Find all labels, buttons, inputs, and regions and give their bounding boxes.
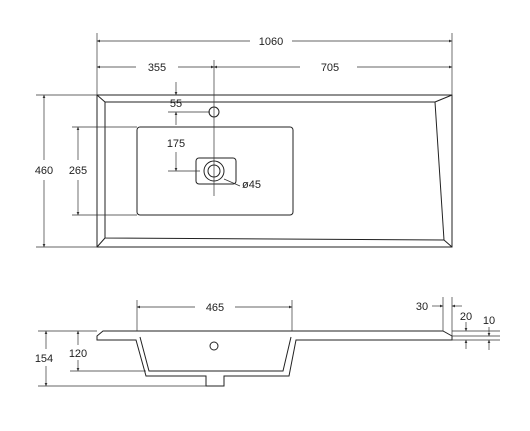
dim-bowl-depth: 265	[69, 165, 87, 177]
side-dimension-lines	[38, 297, 500, 387]
dimension-labels: 1060 355 705 55 175 460 265 ø45 465 30 2…	[35, 36, 495, 365]
sink-outline	[96, 94, 453, 248]
side-view	[96, 330, 453, 387]
dim-overall-width: 1060	[259, 36, 283, 48]
side-profile-outer	[96, 330, 453, 387]
countertop-bevel	[104, 101, 445, 241]
side-overflow-hole	[209, 341, 219, 351]
top-view	[96, 94, 453, 248]
dim-tap-to-right: 705	[321, 62, 339, 74]
dim-overall-depth: 460	[35, 165, 53, 177]
dim-rim-edge: 30	[416, 301, 428, 313]
dim-rim-thickness-outer: 20	[460, 311, 472, 323]
dim-tap-offset: 55	[170, 98, 182, 110]
dim-drain-diameter: ø45	[242, 179, 261, 191]
dim-total-height: 154	[35, 353, 53, 365]
drain-plate	[195, 157, 237, 185]
dim-rim-thickness-inner: 10	[483, 315, 495, 327]
bowl-outline	[136, 126, 294, 216]
dim-drain-offset: 175	[167, 138, 185, 150]
dim-bowl-width: 465	[206, 302, 224, 314]
dim-bowl-height: 120	[69, 348, 87, 360]
side-profile-inner	[139, 336, 292, 372]
dim-left-to-tap: 355	[148, 62, 166, 74]
top-dimension-lines	[36, 33, 453, 248]
